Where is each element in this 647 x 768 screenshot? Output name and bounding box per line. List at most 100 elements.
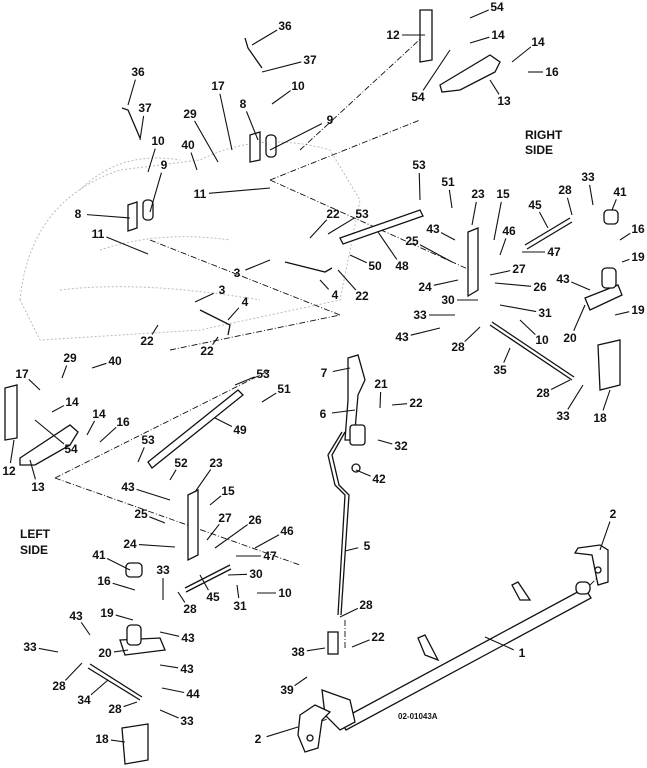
part-callout: 43 [395, 330, 409, 344]
part-callout: 38 [291, 645, 305, 659]
part-callout: 28 [359, 598, 373, 612]
part-callout: 48 [395, 259, 409, 273]
part-callout: 44 [186, 687, 200, 701]
leader-line [469, 36, 490, 44]
leader-line [391, 403, 408, 406]
part-callout: 8 [240, 97, 247, 111]
part-callout: 3 [219, 283, 226, 297]
part-callout: 36 [131, 65, 145, 79]
leader-line [573, 304, 586, 331]
leader-line [511, 46, 532, 63]
leader-line [410, 327, 441, 336]
bracket-13-right [439, 54, 501, 93]
leader-line [113, 649, 129, 653]
part-callout: 46 [502, 224, 516, 238]
leader-line [440, 232, 456, 241]
pivot-20-right [584, 284, 623, 311]
leader-line [190, 152, 198, 171]
part-callout: 40 [181, 138, 195, 152]
part-callout: 41 [613, 185, 627, 199]
leader-line [351, 639, 370, 648]
leader-line [269, 123, 323, 151]
leader-line [422, 49, 451, 91]
leader-line [161, 687, 185, 694]
leader-line [469, 9, 489, 19]
leader-line [34, 419, 65, 445]
part-callout: 27 [218, 511, 232, 525]
part-callout: 9 [161, 158, 168, 172]
bracket-18-right [597, 339, 621, 391]
part-callout: 53 [256, 367, 270, 381]
leader-line [355, 469, 371, 477]
leader-line [206, 523, 220, 541]
leader-line [294, 676, 308, 687]
bracket-2-right [573, 544, 609, 586]
bracket-13-left [19, 424, 79, 466]
leader-line [261, 61, 302, 73]
leader-line [245, 111, 259, 141]
part-callout: 25 [134, 507, 148, 521]
part-callout: 53 [355, 207, 369, 221]
leader-line [621, 258, 630, 263]
leader-line [139, 115, 145, 141]
part-callout: 37 [303, 53, 317, 67]
part-callout: 29 [183, 107, 197, 121]
leader-line [602, 389, 611, 411]
leader-line [337, 269, 357, 291]
part-callout: 10 [151, 134, 165, 148]
rod-45-right [524, 217, 573, 250]
lever-8-left [127, 201, 138, 232]
rod-4 [199, 261, 333, 336]
leader-line [448, 189, 453, 209]
leader-line [377, 231, 398, 260]
leader-line [194, 292, 215, 303]
rod-36 [121, 37, 263, 139]
leader-line [90, 679, 109, 696]
part-callout: 51 [277, 382, 291, 396]
leader-line [149, 516, 166, 524]
leader-line [271, 90, 291, 105]
leader-line [91, 362, 107, 369]
part-callout: 28 [52, 679, 66, 693]
leader-line [110, 739, 126, 743]
part-callout: 15 [496, 187, 510, 201]
part-callout: 28 [451, 340, 465, 354]
part-callout: 14 [65, 395, 79, 409]
leader-line [86, 420, 96, 436]
part-callout: 27 [512, 262, 526, 276]
part-callout: 19 [631, 250, 645, 264]
leader-line [254, 534, 280, 549]
part-callout: 14 [92, 407, 106, 421]
part-callout: 45 [528, 198, 542, 212]
leader-line [484, 636, 514, 651]
part-callout: 22 [326, 207, 340, 221]
leader-line [227, 573, 248, 576]
leader-line [51, 405, 65, 413]
part-callout: 22 [371, 630, 385, 644]
part-callout: 16 [545, 65, 559, 79]
part-callout: 13 [497, 94, 511, 108]
leader-line [489, 270, 511, 276]
part-callout: 39 [280, 683, 294, 697]
part-callout: 24 [418, 280, 432, 294]
rod-48 [339, 209, 424, 245]
part-callout: 19 [100, 606, 114, 620]
part-callout: 1 [519, 646, 526, 660]
part-callout: 21 [374, 377, 388, 391]
leader-line [149, 172, 162, 213]
leader-line [234, 376, 255, 386]
leader-line [306, 647, 326, 652]
leader-line [194, 469, 212, 493]
plate-23-right [467, 227, 479, 298]
part-callout: 12 [386, 28, 400, 42]
leader-line [29, 459, 36, 480]
rod-45-left [184, 564, 232, 593]
leader-line [538, 211, 549, 229]
part-callout: 23 [209, 456, 223, 470]
part-callout: 18 [95, 732, 109, 746]
leader-line [159, 709, 179, 719]
leader-line [151, 324, 159, 335]
part-callout: 9 [327, 113, 334, 127]
part-callout: 43 [121, 480, 135, 494]
part-callout: 2 [610, 507, 617, 521]
